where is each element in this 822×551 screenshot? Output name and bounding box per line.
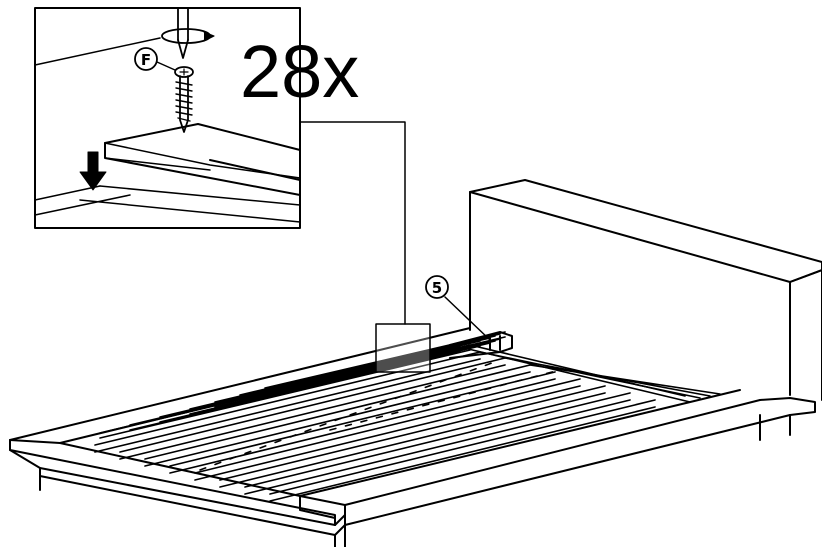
quantity-label: 28x xyxy=(240,30,359,113)
part-label-5: 5 xyxy=(432,279,442,297)
down-arrow-icon xyxy=(79,151,107,191)
part-5-callout: 5 xyxy=(425,275,491,341)
rotation-arrow-icon xyxy=(161,28,215,44)
screw-icon xyxy=(174,66,194,133)
part-label-F: F xyxy=(141,51,151,69)
detail-inset: F 28x xyxy=(34,7,359,229)
board xyxy=(104,123,301,196)
zoom-target-box xyxy=(375,323,431,373)
leader-line xyxy=(299,121,406,325)
headboard xyxy=(469,179,822,401)
part-F-callout: F xyxy=(134,47,176,71)
screwdriver-icon xyxy=(177,7,189,59)
